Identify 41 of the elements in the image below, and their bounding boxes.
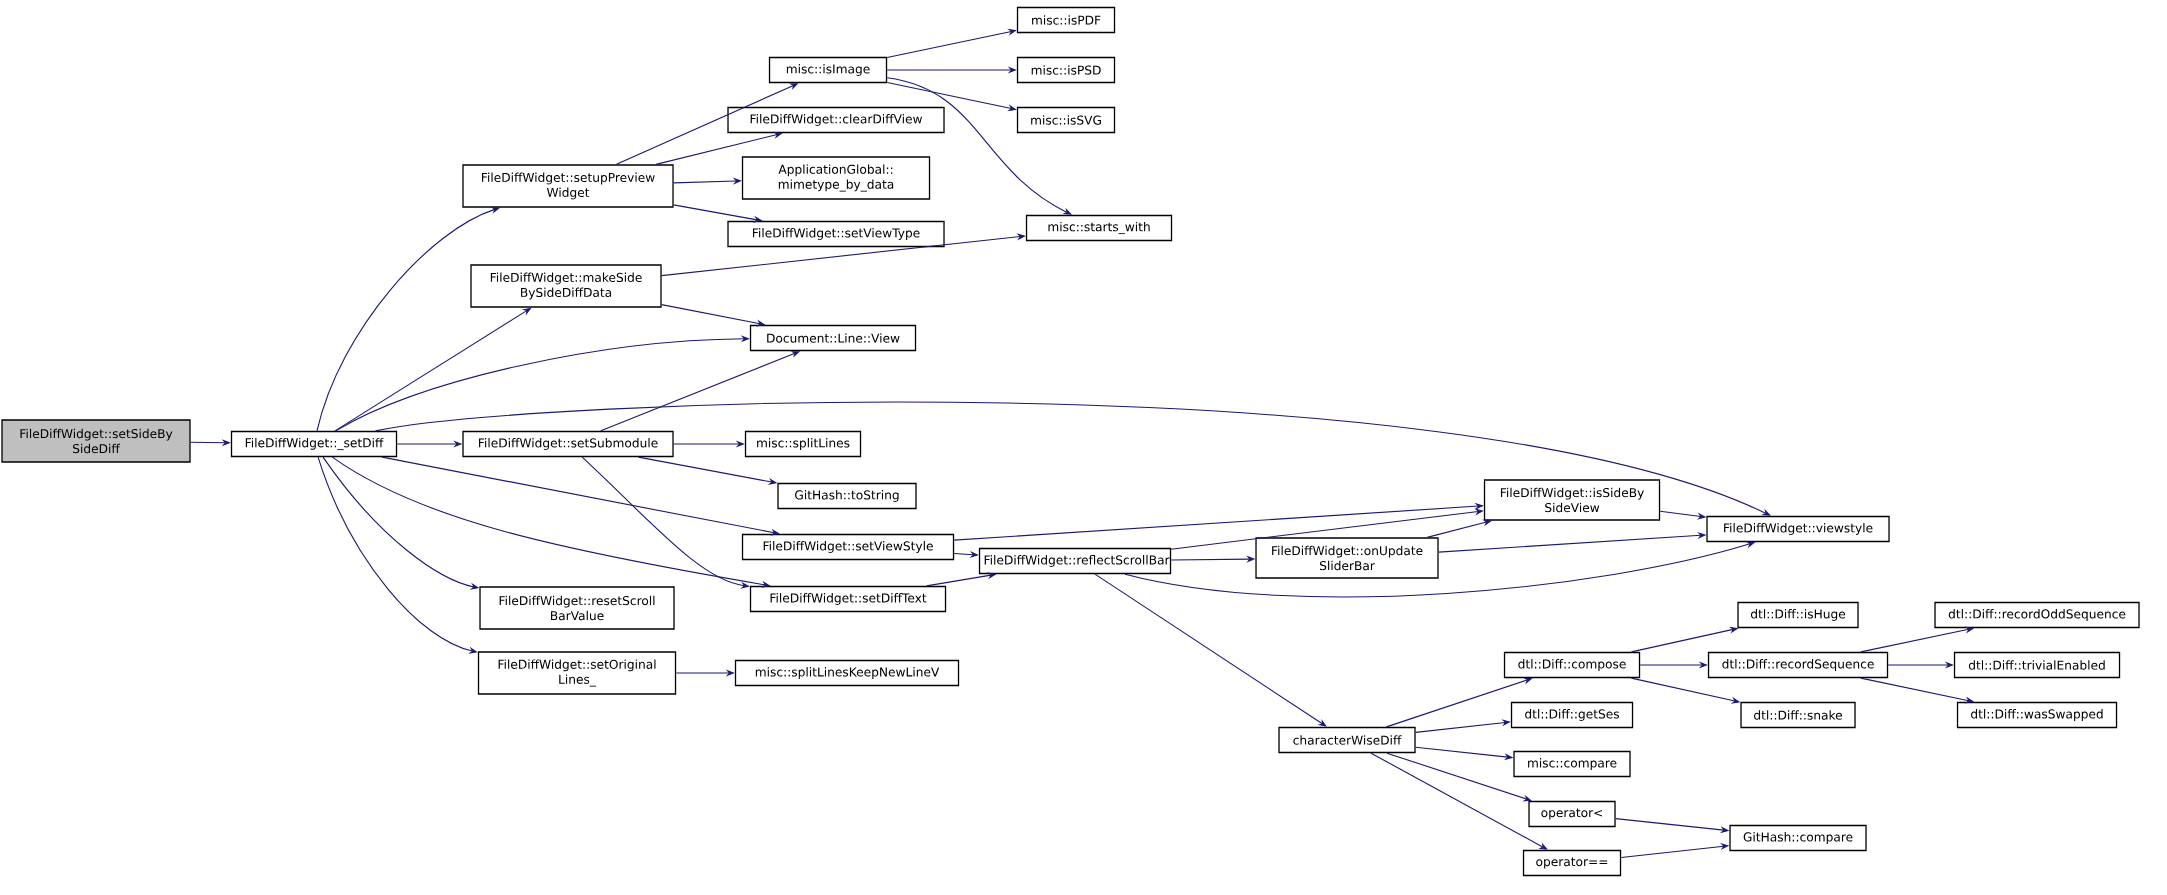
function-box: misc::compare	[1513, 750, 1631, 778]
function-box: dtl::Diff::recordSequence	[1707, 651, 1889, 679]
function-box: characterWiseDiff	[1278, 726, 1416, 754]
function-box: FileDiffWidget::setSubmodule	[462, 430, 674, 458]
arrow	[1426, 519, 1492, 538]
function-box: FileDiffWidget::setOriginal Lines_	[477, 651, 677, 695]
function-box: dtl::Diff::snake	[1740, 701, 1856, 729]
function-box: misc::isImage	[768, 56, 888, 84]
function-box: dtl::Diff::compose	[1503, 651, 1641, 679]
function-box: operator<	[1528, 800, 1616, 828]
function-box: misc::splitLinesKeepNewLineV	[734, 659, 960, 687]
function-box: dtl::Diff::wasSwapped	[1956, 701, 2118, 729]
function-box: misc::isPSD	[1016, 56, 1116, 84]
function-box: ApplicationGlobal:: mimetype_by_data	[741, 156, 931, 200]
function-box: FileDiffWidget::viewstyle	[1706, 515, 1890, 543]
function-box: FileDiffWidget::_setDiff	[230, 430, 398, 458]
function-box: GitHash::compare	[1729, 824, 1867, 852]
function-box: misc::starts_with	[1025, 214, 1173, 242]
function-box: misc::splitLines	[744, 430, 862, 458]
function-box: misc::isSVG	[1016, 106, 1116, 134]
function-box: Document::Line::View	[749, 324, 917, 352]
function-box: FileDiffWidget::setupPreview Widget	[462, 164, 674, 208]
function-box: FileDiffWidget::resetScroll BarValue	[479, 586, 675, 630]
function-box: dtl::Diff::isHuge	[1737, 601, 1859, 629]
function-box: GitHash::toString	[777, 482, 917, 510]
function-box: dtl::Diff::recordOddSequence	[1934, 601, 2140, 629]
function-box: FileDiffWidget::reflectScrollBar	[978, 547, 1172, 575]
function-box: FileDiffWidget::setSideBy SideDiff	[1, 419, 191, 463]
function-box: FileDiffWidget::setViewStyle	[741, 533, 955, 561]
arrow	[1370, 752, 1548, 850]
arrow	[375, 401, 1771, 516]
function-box: FileDiffWidget::setDiffText	[749, 585, 947, 613]
function-box: dtl::Diff::trivialEnabled	[1953, 651, 2121, 679]
function-box: FileDiffWidget::makeSide BySideDiffData	[470, 264, 662, 308]
function-box: misc::isPDF	[1016, 6, 1116, 34]
function-box: FileDiffWidget::onUpdate SliderBar	[1255, 537, 1439, 579]
function-box: FileDiffWidget::clearDiffView	[727, 106, 945, 134]
function-box: FileDiffWidget::setViewType	[727, 220, 945, 248]
function-box: dtl::Diff::getSes	[1510, 701, 1634, 729]
function-box: FileDiffWidget::isSideBy SideView	[1483, 479, 1661, 521]
function-box: operator==	[1522, 849, 1622, 877]
